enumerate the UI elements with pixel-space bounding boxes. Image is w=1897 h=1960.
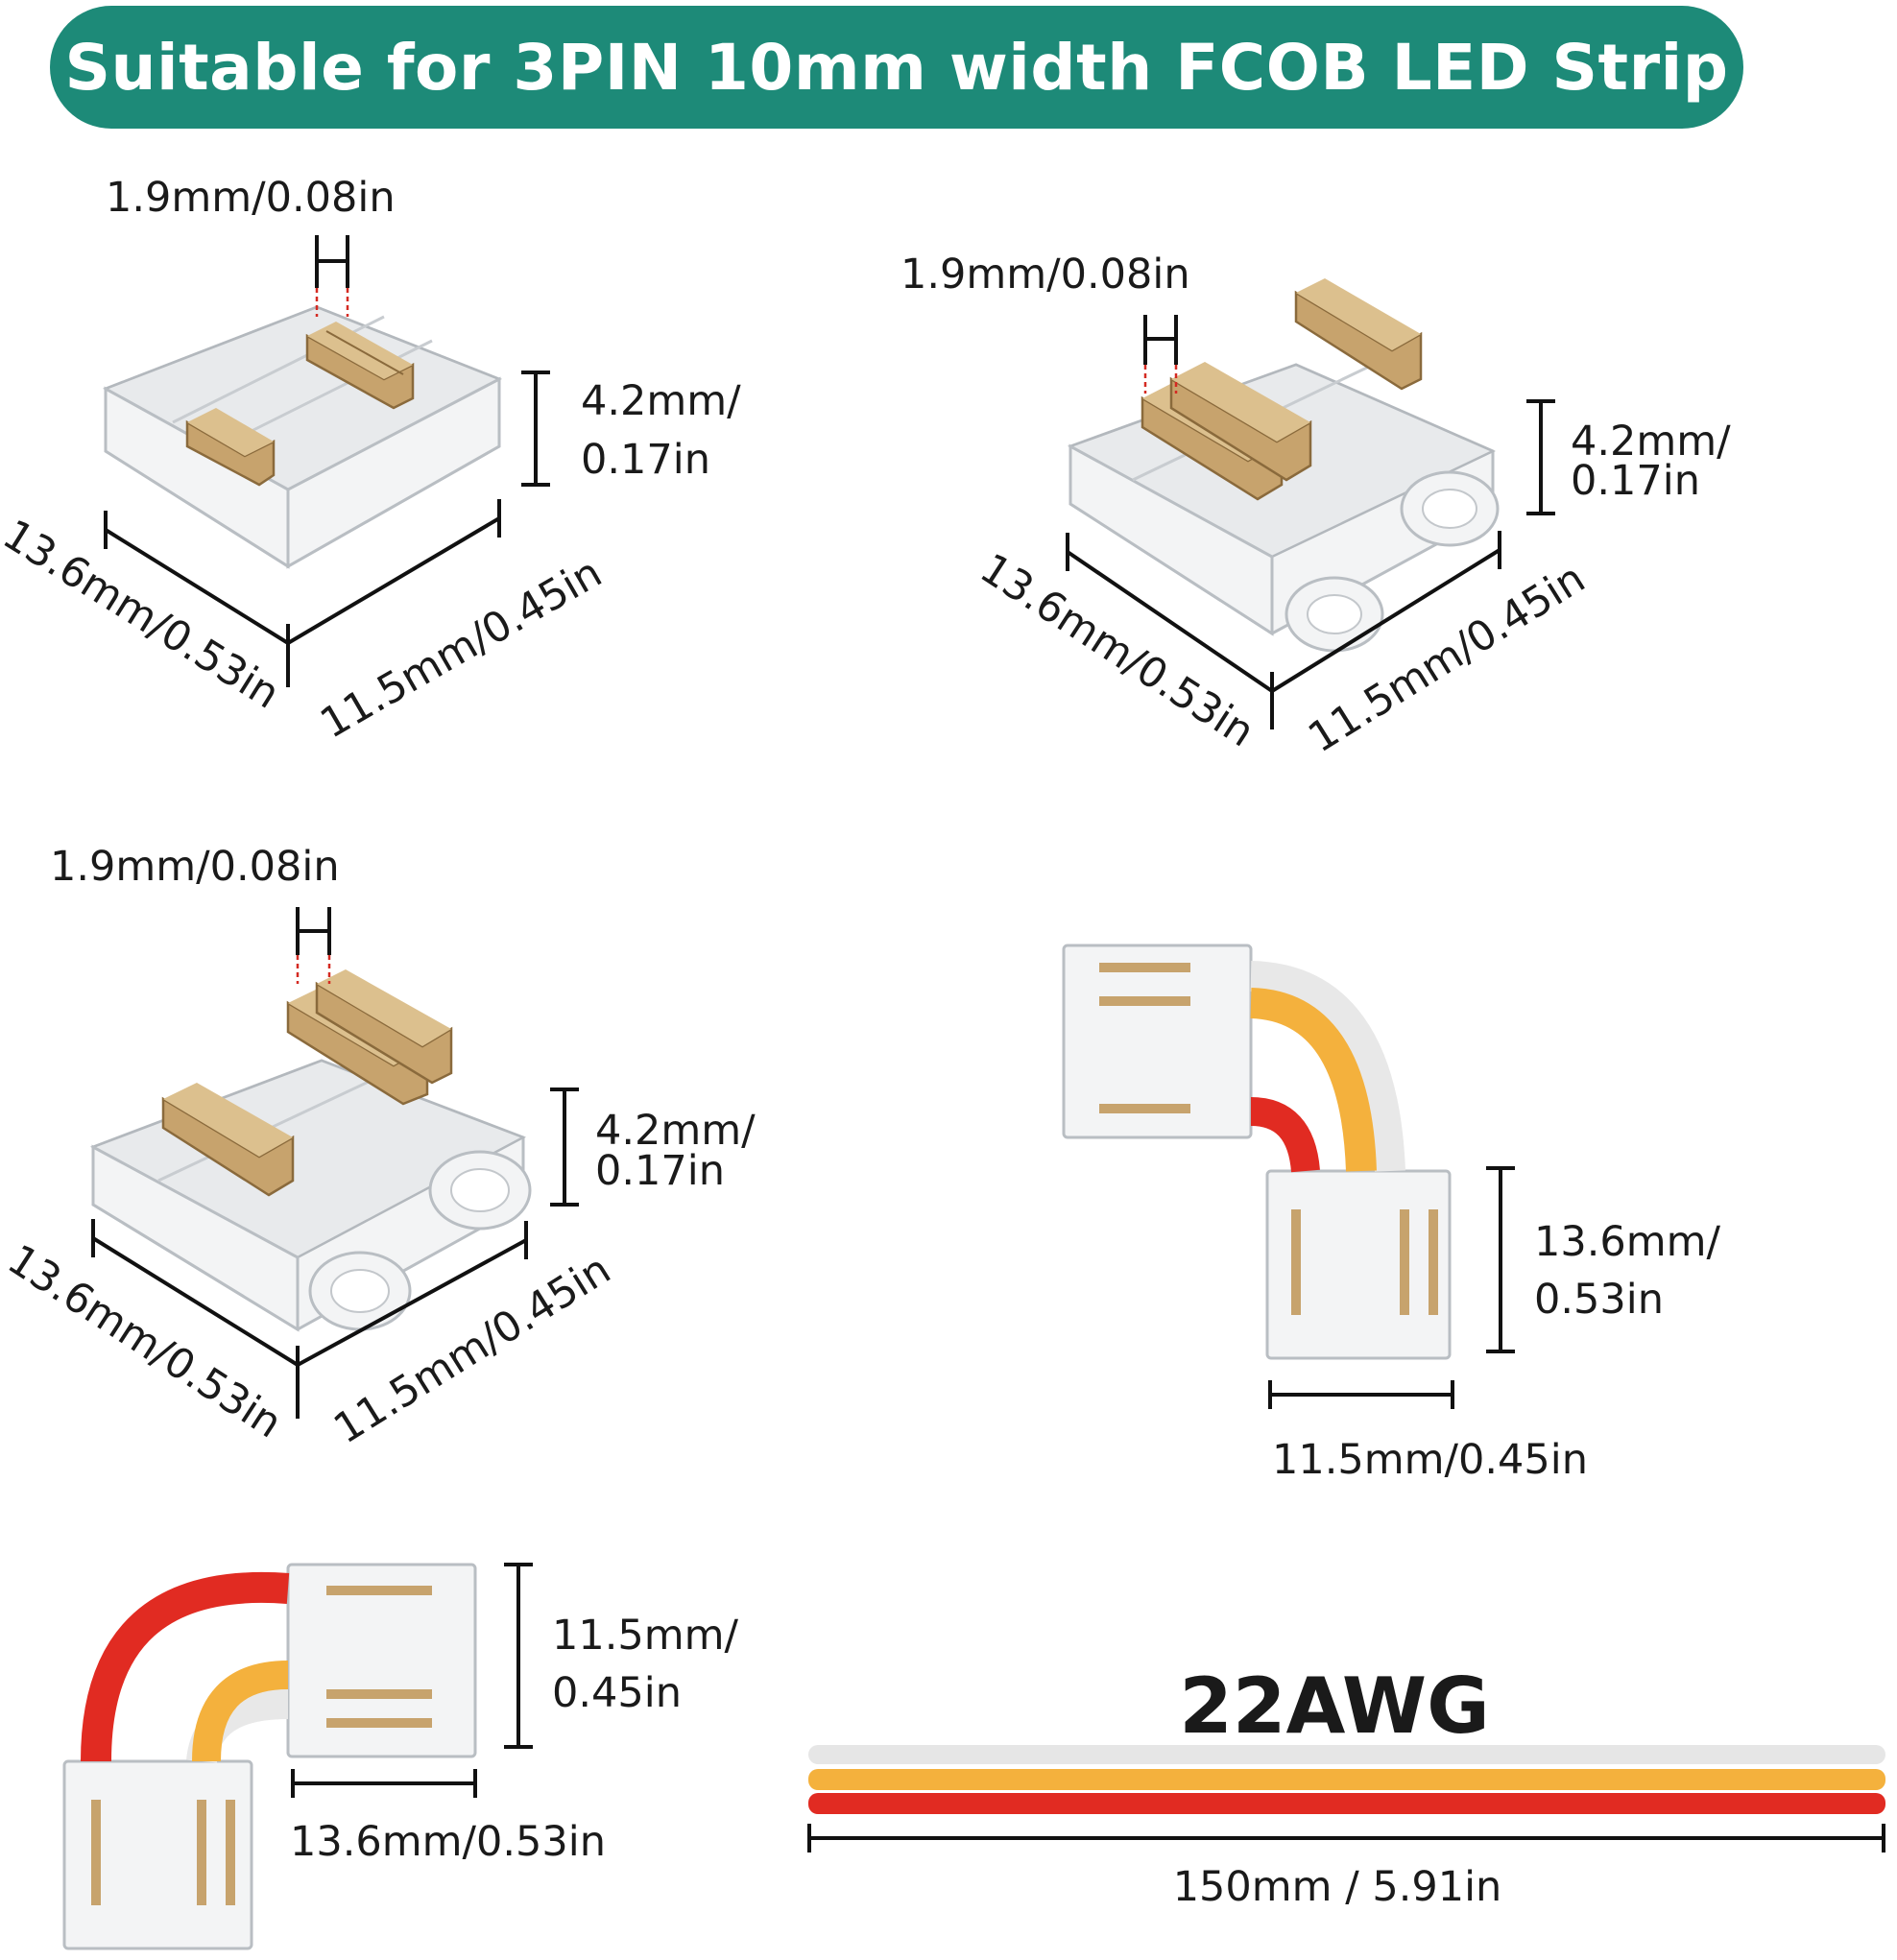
connector-1-height-label-2: 0.17in: [581, 436, 710, 484]
title-banner: Suitable for 3PIN 10mm width FCOB LED St…: [50, 6, 1743, 129]
l-connector-right-illustration: [1062, 944, 1452, 1360]
connector-2-dimensions: [1066, 315, 1555, 729]
l-connector-left-width-label: 13.6mm/0.53in: [290, 1818, 606, 1866]
cable-gauge-label: 22AWG: [1179, 1661, 1490, 1751]
cable-length-dimension: [807, 1824, 1885, 1852]
connector-2-height-label-2: 0.17in: [1571, 457, 1700, 505]
banner-title: Suitable for 3PIN 10mm width FCOB LED St…: [64, 30, 1729, 105]
l-connector-right-height-label-2: 0.53in: [1534, 1276, 1664, 1324]
l-connector-right-dimensions: [1268, 1166, 1515, 1409]
wire-red: [808, 1793, 1885, 1814]
connector-3-pin-gap-label: 1.9mm/0.08in: [50, 843, 340, 891]
l-connector-left-height-label-1: 11.5mm/: [552, 1612, 739, 1660]
connector-1-width-label: 11.5mm/0.45in: [313, 549, 611, 749]
connector-1-height-label-1: 4.2mm/: [581, 377, 741, 425]
connector-1-dimensions: [104, 235, 550, 687]
l-connector-right-width-label: 11.5mm/0.45in: [1272, 1436, 1588, 1484]
connector-2-height-label-1: 4.2mm/: [1571, 418, 1731, 466]
connector-3-illustration: [89, 969, 532, 1332]
connector-2-pin-gap-label: 1.9mm/0.08in: [900, 251, 1190, 299]
connector-2-illustration: [1067, 278, 1500, 653]
wire-white: [808, 1745, 1885, 1764]
cable-length-label: 150mm / 5.91in: [1173, 1863, 1502, 1911]
connector-3-dimensions: [91, 907, 579, 1419]
l-connector-right-height-label-1: 13.6mm/: [1534, 1218, 1721, 1266]
connector-3-height-label-1: 4.2mm/: [595, 1107, 756, 1155]
wire-yellow: [808, 1769, 1885, 1790]
l-connector-left-height-label-2: 0.45in: [552, 1669, 682, 1717]
connector-3-height-label-2: 0.17in: [595, 1147, 725, 1195]
l-connector-left-illustration: [62, 1563, 477, 1950]
connector-1-illustration: [103, 305, 503, 569]
l-connector-left-dimensions: [291, 1563, 533, 1798]
connector-1-pin-gap-label: 1.9mm/0.08in: [106, 174, 396, 222]
cable-illustration: [808, 1745, 1885, 1814]
